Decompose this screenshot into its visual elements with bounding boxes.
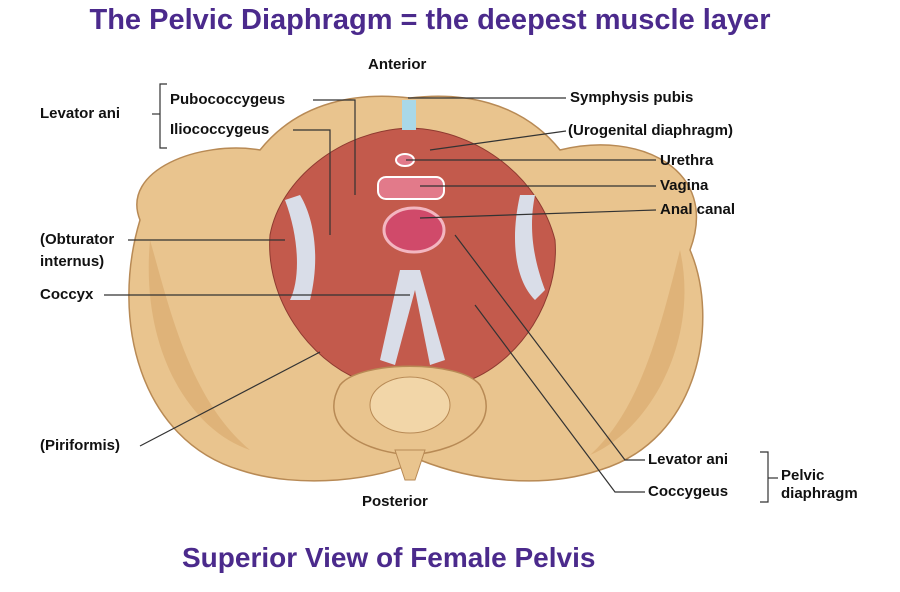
label-coccygeus: Coccygeus bbox=[648, 483, 729, 500]
pelvic-bone-shading bbox=[148, 240, 250, 450]
label-piriformis: (Piriformis) bbox=[40, 437, 121, 454]
label-obturator-internus-1: (Obturator bbox=[40, 231, 115, 248]
label-pelvic-diaphragm-2: diaphragm bbox=[781, 485, 858, 502]
label-levator-ani-group: Levator ani bbox=[40, 105, 121, 122]
label-iliococcygeus: Iliococcygeus bbox=[170, 121, 270, 138]
symphysis-pubis bbox=[402, 100, 416, 130]
anococcygeal-ligament bbox=[380, 270, 445, 365]
label-anal-canal: Anal canal bbox=[660, 201, 736, 218]
figure-caption: Superior View of Female Pelvis bbox=[182, 542, 596, 573]
label-posterior: Posterior bbox=[362, 493, 428, 510]
label-pubococcygeus: Pubococcygeus bbox=[170, 91, 286, 108]
label-symphysis-pubis: Symphysis pubis bbox=[570, 89, 694, 106]
label-coccyx: Coccyx bbox=[40, 286, 94, 303]
label-urethra: Urethra bbox=[660, 152, 714, 169]
page-title: The Pelvic Diaphragm = the deepest muscl… bbox=[89, 4, 771, 36]
label-anterior: Anterior bbox=[368, 56, 427, 73]
label-levator-ani: Levator ani bbox=[648, 451, 729, 468]
leader-lines bbox=[104, 83, 778, 503]
label-urogenital-diaphragm: (Urogenital diaphragm) bbox=[568, 122, 734, 139]
anal-canal bbox=[382, 206, 446, 254]
label-vagina: Vagina bbox=[660, 177, 709, 194]
label-obturator-internus-2: internus) bbox=[40, 253, 105, 270]
vagina bbox=[377, 176, 445, 200]
fascia bbox=[285, 195, 316, 300]
label-pelvic-diaphragm-1: Pelvic bbox=[781, 467, 825, 484]
